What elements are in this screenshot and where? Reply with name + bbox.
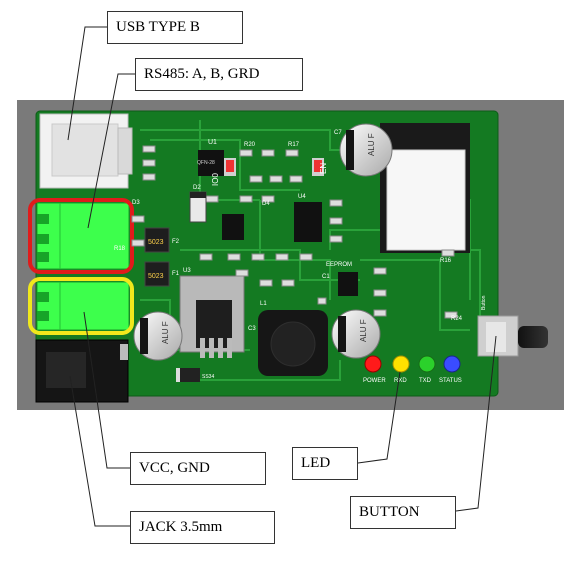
eeprom-chip — [338, 272, 358, 296]
power-terminal-block — [37, 282, 129, 330]
callout-vcc-text: VCC, GND — [139, 460, 210, 476]
silk-alu-c7: ALU F — [367, 133, 376, 156]
ic-u2 — [222, 214, 244, 240]
callout-vcc-gnd: VCC, GND — [130, 452, 266, 485]
silk-u1: U1 — [208, 139, 217, 146]
silk-alu-c1: ALU F — [359, 319, 368, 342]
silk-u3: U3 — [183, 268, 191, 274]
capacitor-c1 — [332, 310, 380, 358]
led-rxd — [393, 356, 409, 372]
silk-r24: R24 — [451, 316, 463, 322]
callout-button-text: BUTTON — [359, 504, 420, 520]
rs485-terminal-block — [37, 203, 129, 269]
silk-5023b: 5023 — [148, 273, 164, 280]
silk-r16: R16 — [440, 258, 452, 264]
callout-rs485-text: RS485: A, B, GRD — [144, 66, 259, 82]
diode-d2 — [190, 192, 206, 222]
silk-c1: C1 — [322, 274, 330, 280]
silk-l1: L1 — [260, 301, 267, 307]
silk-ss34: SS34 — [202, 374, 214, 380]
silk-d2: D2 — [193, 185, 201, 191]
silk-d3: D3 — [132, 200, 140, 206]
callout-jack-text: JACK 3.5mm — [139, 519, 222, 535]
callout-usb-type-b: USB TYPE B — [107, 11, 243, 44]
silk-r17: R17 — [288, 142, 300, 148]
wifi-module — [380, 123, 470, 253]
inductor-l1 — [258, 310, 328, 376]
silk-f2: F2 — [172, 239, 180, 245]
silk-c3: C3 — [248, 326, 256, 332]
silk-u4: U4 — [298, 194, 306, 200]
callout-jack: JACK 3.5mm — [130, 511, 275, 544]
silk-r20: R20 — [244, 142, 256, 148]
diode-ss34 — [176, 368, 200, 382]
callout-rs485: RS485: A, B, GRD — [135, 58, 303, 91]
callout-button: BUTTON — [350, 496, 456, 529]
silk-button: Button — [481, 295, 487, 310]
capacitor-c7 — [340, 124, 392, 176]
callout-led-text: LED — [301, 455, 330, 471]
silk-qfn: QFN-28 — [197, 160, 215, 166]
led-power — [365, 356, 381, 372]
usb-type-b-connector — [40, 114, 132, 188]
callout-usb-text: USB TYPE B — [116, 19, 200, 35]
capacitor-c2 — [134, 312, 182, 360]
silk-txd: TXD — [419, 378, 432, 384]
silk-power: POWER — [363, 378, 386, 384]
silk-rxd: RXD — [394, 378, 407, 384]
silk-status: STATUS — [439, 378, 462, 384]
callout-led: LED — [292, 447, 358, 480]
led-txd — [419, 356, 435, 372]
silk-r18: R18 — [114, 246, 126, 252]
silk-f1: F1 — [172, 271, 180, 277]
silk-d4: D4 — [262, 201, 270, 207]
dc-jack — [36, 340, 128, 402]
silk-alu-c2: ALU F — [161, 321, 170, 344]
silk-eeprom: EEPROM — [326, 262, 352, 268]
silk-en: EN — [319, 163, 328, 174]
silk-io0: IO0 — [211, 173, 220, 186]
ic-u4 — [294, 202, 322, 242]
silk-c7: C7 — [334, 130, 342, 136]
regulator-u3 — [180, 276, 244, 358]
silk-5023a: 5023 — [148, 239, 164, 246]
led-status — [444, 356, 460, 372]
